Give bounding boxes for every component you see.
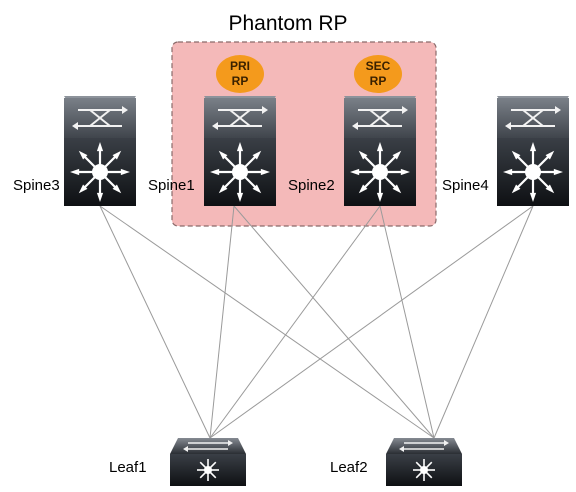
spine-label: Spine4 [442, 177, 489, 194]
sec-rp-badge: SEC RP [354, 55, 402, 93]
link-line [209, 205, 534, 439]
leaf-node[interactable] [386, 438, 462, 486]
pri-rp-badge-line1: PRI [230, 59, 250, 73]
link-line [99, 205, 211, 439]
sec-rp-badge-line1: SEC [366, 59, 391, 73]
leaf-switch-icon [386, 438, 462, 486]
leaf-label: Leaf2 [330, 459, 368, 476]
link-line [233, 205, 435, 439]
spine-label: Spine2 [288, 177, 335, 194]
spine-node[interactable] [204, 96, 276, 206]
spine-node[interactable] [64, 96, 136, 206]
link-line [209, 205, 235, 439]
diagram-title: Phantom RP [228, 12, 347, 35]
spine-node[interactable] [497, 96, 569, 206]
pri-rp-badge: PRI RP [216, 55, 264, 93]
spine-switch-icon [497, 96, 569, 206]
spine-label: Spine1 [148, 177, 195, 194]
spine-switch-icon [344, 96, 416, 206]
link-line [99, 205, 435, 439]
link-line [379, 205, 435, 439]
leaf-node[interactable] [170, 438, 246, 486]
link-line [433, 205, 534, 439]
spine-switch-icon [204, 96, 276, 206]
leaf-label: Leaf1 [109, 459, 147, 476]
pri-rp-badge-line2: RP [232, 74, 249, 88]
spine-node[interactable] [344, 96, 416, 206]
spine-switch-icon [64, 96, 136, 206]
sec-rp-badge-line2: RP [370, 74, 387, 88]
leaf-switch-icon [170, 438, 246, 486]
links-group [99, 205, 534, 439]
spine-label: Spine3 [13, 177, 60, 194]
link-line [209, 205, 381, 439]
